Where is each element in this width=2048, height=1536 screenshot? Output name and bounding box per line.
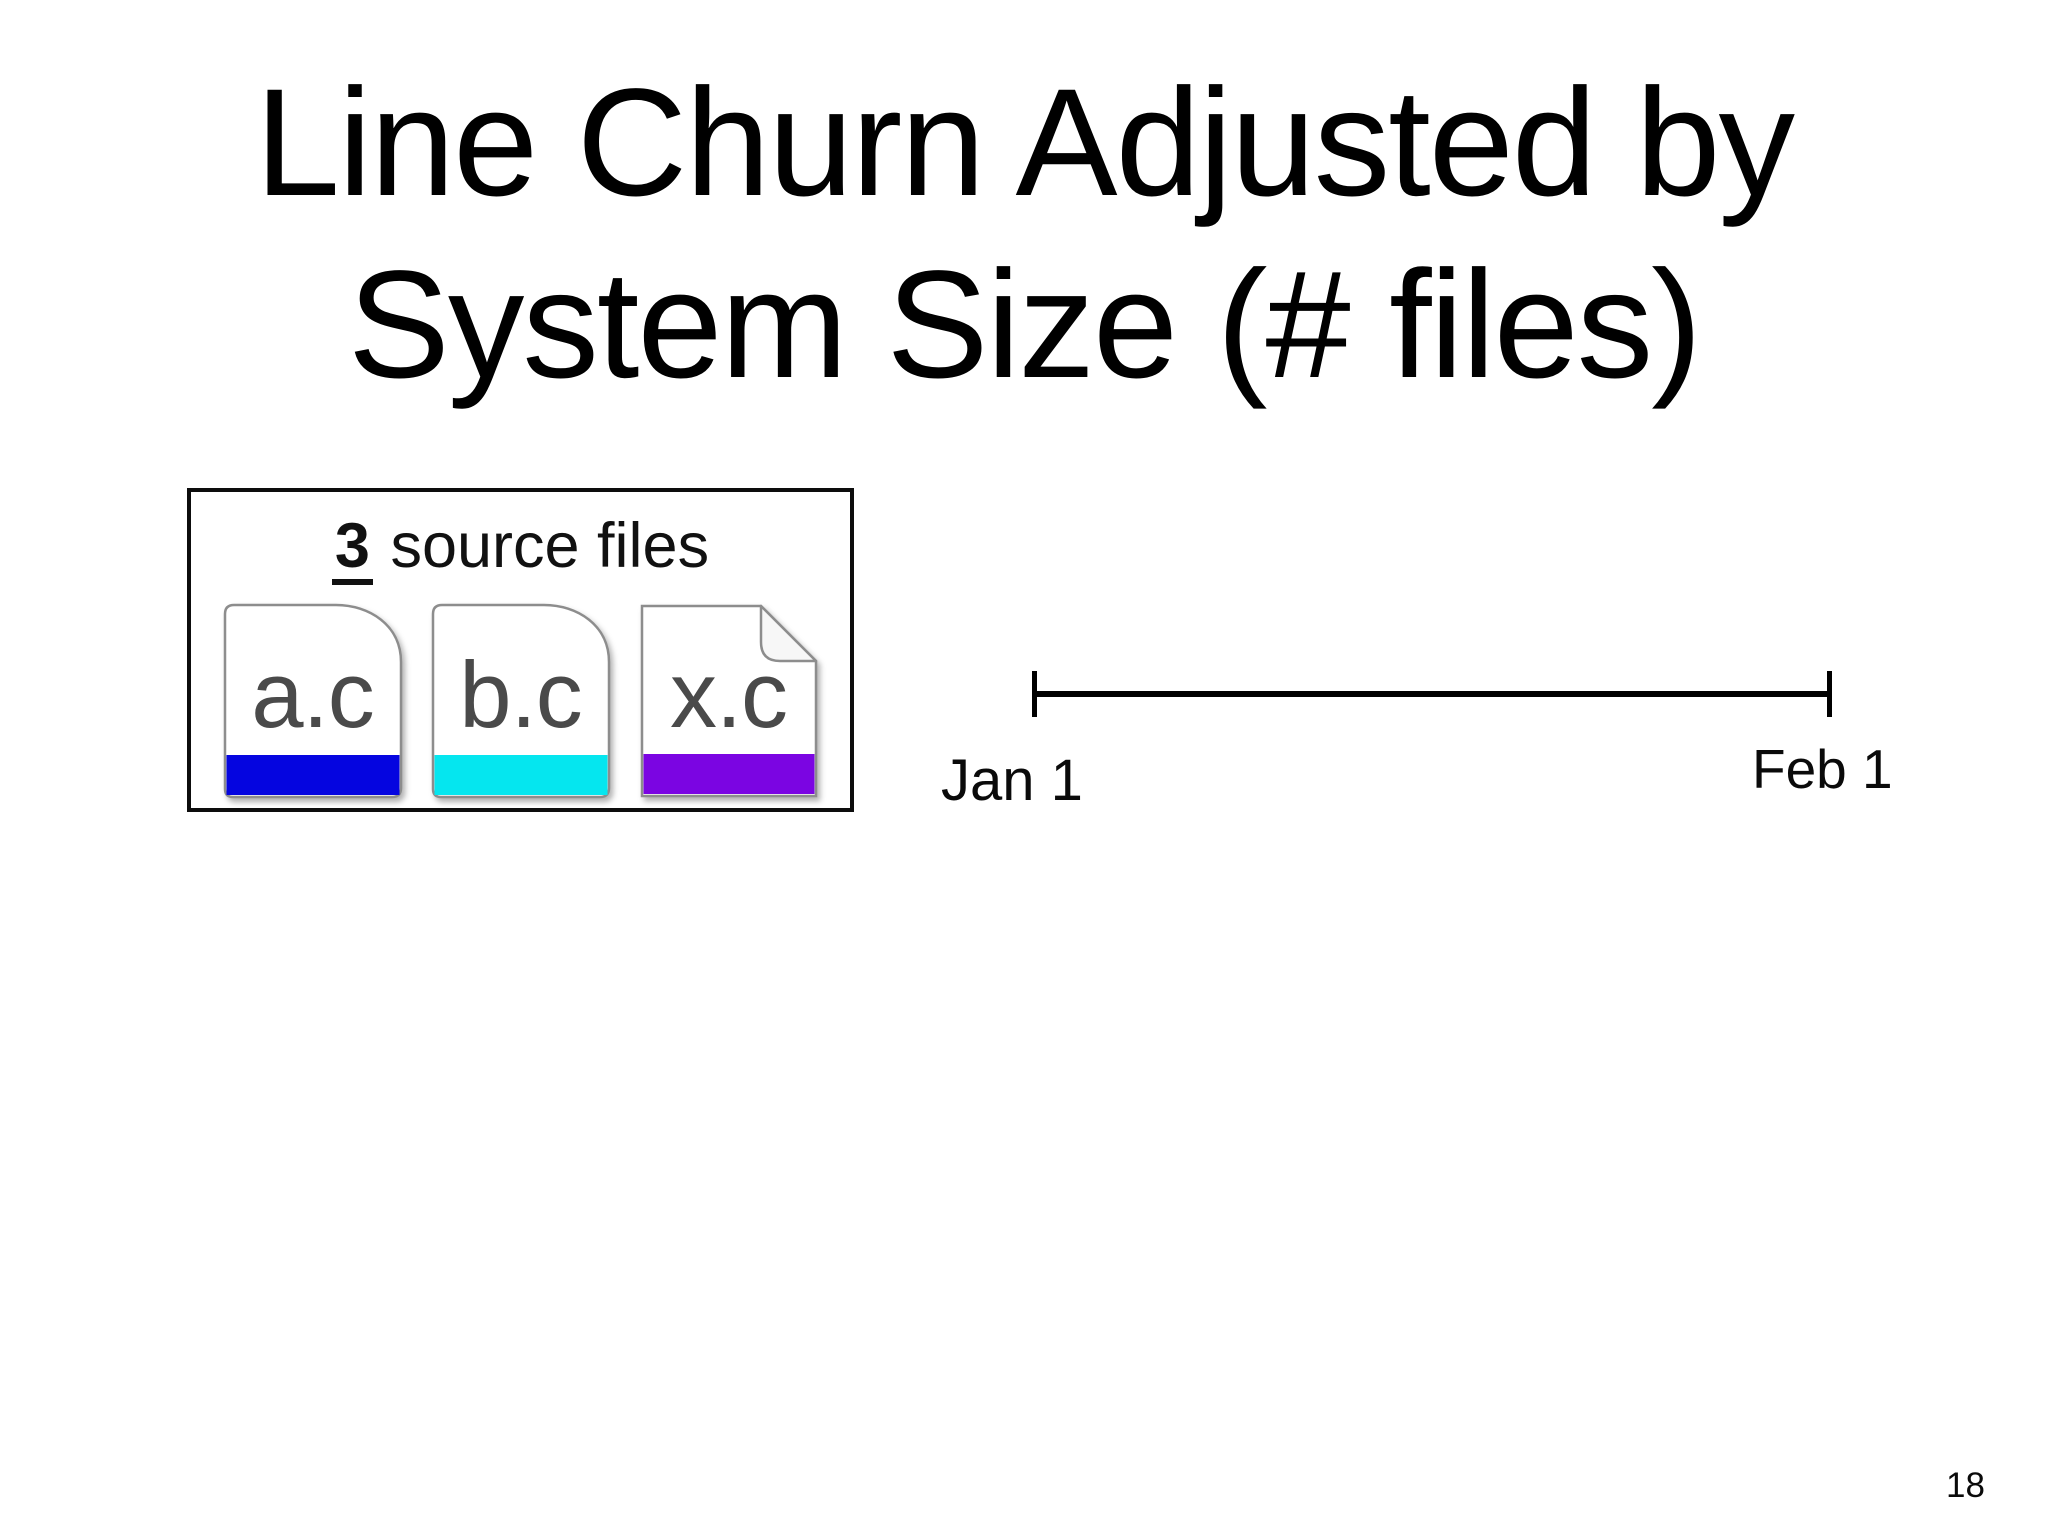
file-icon-x-c: x.c [638, 602, 820, 800]
file-icons-row: a.c b.c x.c [191, 602, 850, 800]
source-files-box: 3 source files a.c b.c [187, 488, 854, 812]
document-icon [640, 604, 817, 798]
source-files-count: 3 [331, 515, 373, 585]
source-files-caption: 3 source files [191, 510, 850, 585]
file-name: b.c [459, 642, 582, 747]
slide-title: Line Churn Adjusted by System Size (# fi… [0, 52, 2048, 416]
file-name: x.c [669, 642, 788, 747]
timeline-line [1032, 691, 1832, 697]
slide-title-line2: System Size (# files) [347, 239, 1702, 411]
source-files-label: source files [372, 511, 710, 581]
file-color-bar [226, 755, 399, 795]
document-outline [223, 603, 402, 799]
timeline-end-tick [1827, 671, 1832, 717]
document-icon [223, 603, 402, 799]
timeline [1032, 671, 1832, 717]
page-number: 18 [1946, 1466, 1985, 1505]
folded-corner [759, 604, 817, 663]
file-name: a.c [251, 642, 374, 747]
timeline-end-label: Feb 1 [1752, 738, 1893, 800]
file-color-bar [434, 755, 607, 795]
slide-title-line1: Line Churn Adjusted by [254, 57, 1795, 228]
file-color-bar [643, 754, 814, 794]
timeline-start-label: Jan 1 [941, 748, 1083, 813]
document-outline [431, 603, 610, 799]
file-icon-a-c: a.c [222, 602, 404, 800]
document-icon [431, 603, 610, 799]
file-icon-b-c: b.c [430, 602, 612, 800]
